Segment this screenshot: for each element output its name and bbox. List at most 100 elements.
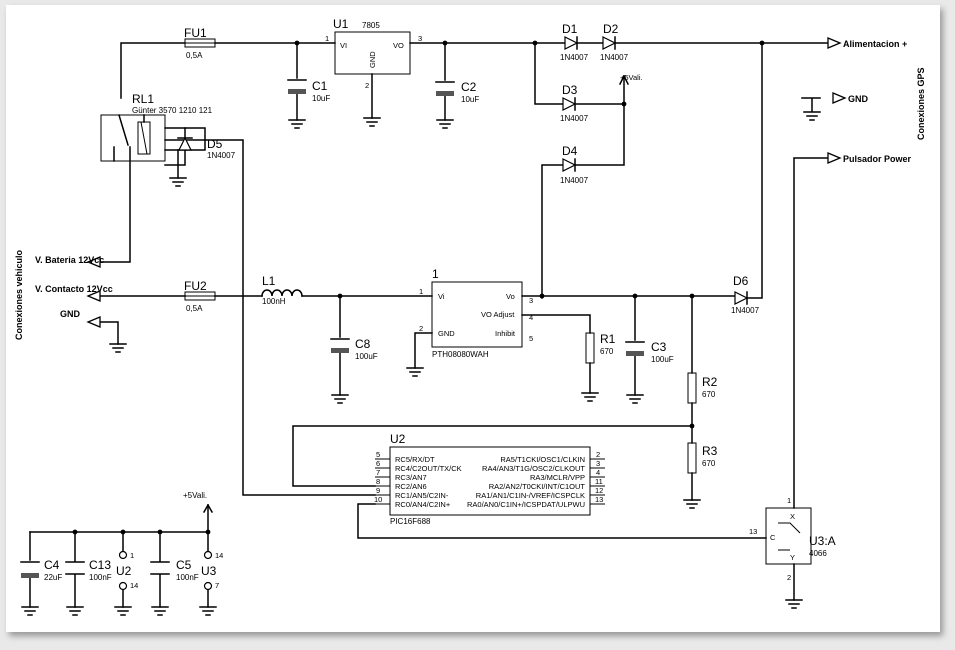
- relay-coil: [137, 114, 151, 155]
- u3a-pin1: 1: [787, 496, 791, 505]
- u1-pin1: 1: [325, 34, 329, 43]
- u1-vo: VO: [393, 41, 404, 50]
- u3a-part: 4066: [809, 549, 827, 558]
- pth-part: PTH08080WAH: [432, 350, 489, 359]
- pth-vi: Vi: [438, 292, 445, 301]
- u2-pin-stubs: [375, 458, 605, 505]
- wire: [164, 127, 186, 139]
- c13-label: C13: [89, 558, 111, 572]
- u2-power-pin-top: 1: [130, 551, 134, 560]
- u2-pin-number: 10: [374, 495, 382, 504]
- diode-d6: [734, 291, 749, 305]
- u1-pin2: 2: [365, 81, 369, 90]
- relay-box: [100, 114, 166, 162]
- u3-power-label: U3: [201, 564, 217, 578]
- u2-left-pin-numbers: 5 6 7 8 9 10: [374, 450, 382, 504]
- pth-ref: 1: [432, 267, 439, 281]
- d2-label: D2: [603, 22, 619, 36]
- u3a-label: U3:A: [809, 534, 836, 548]
- pth-pin3: 3: [529, 296, 533, 305]
- wire: [618, 74, 630, 86]
- wire: [164, 139, 376, 496]
- regulator-u1: [334, 31, 411, 75]
- wire: [793, 157, 829, 509]
- capacitor-c4: [20, 561, 40, 578]
- resistor-r1: [585, 332, 595, 364]
- u2-pin-name: RC4/C2OUT/TX/CK: [395, 464, 462, 473]
- u3-power-pin-bottom: 7: [215, 581, 219, 590]
- rl1-label: RL1: [132, 92, 154, 106]
- u2-pin-name: RC2/AN6: [395, 482, 427, 491]
- c2-label: C2: [461, 80, 477, 94]
- c5-value: 100nF: [176, 573, 199, 582]
- wire: [534, 42, 564, 105]
- power-pin-markers: [118, 550, 213, 591]
- wire: [292, 425, 693, 487]
- u2-pin-name: RA4/AN3/T1G/OSC2/CLKOUT: [482, 464, 585, 473]
- fu2-label: FU2: [184, 279, 207, 293]
- d5-label: D5: [207, 137, 223, 151]
- diode-d4: [562, 158, 577, 172]
- capacitor-c3: [625, 341, 645, 356]
- diode-d2: [602, 36, 617, 50]
- u2-pin-name: RA2/AN2/T0CKI/INT/C1OUT: [489, 482, 586, 491]
- five-vali-top: +5Vali.: [620, 73, 643, 82]
- u2-pin-name: RA3/MCLR/VPP: [530, 473, 585, 482]
- u3a-pin13: 13: [749, 527, 757, 536]
- pth-vo-adjust: VO Adjust: [481, 310, 515, 319]
- wire: [574, 103, 625, 166]
- wire: [541, 164, 564, 299]
- d3-label: D3: [562, 83, 578, 97]
- c5-label: C5: [176, 558, 192, 572]
- d1-label: D1: [562, 22, 578, 36]
- pth-pin1: 1: [419, 287, 423, 296]
- pth-vo: Vo: [506, 292, 515, 301]
- u1-vi: VI: [340, 41, 347, 50]
- wire: [357, 503, 767, 539]
- c13-value: 100nF: [89, 573, 112, 582]
- u1-label: U1: [333, 17, 349, 31]
- u2-pin-name: RA1/AN1/C1IN-/VREF/ICSPCLK: [476, 491, 585, 500]
- u3a-pin-y: Y: [790, 553, 795, 562]
- d1-value: 1N4007: [560, 53, 589, 62]
- pth-inhibit: Inhibit: [495, 329, 516, 338]
- l1-label: L1: [262, 274, 276, 288]
- port-gnd-gps: GND: [848, 94, 869, 104]
- c8-value: 100uF: [355, 352, 378, 361]
- pth-module: [431, 281, 523, 348]
- switch-u3a: [765, 507, 812, 565]
- u2-power-label: U2: [116, 564, 132, 578]
- wire: [99, 321, 119, 345]
- u2-right-pin-numbers: 2 3 4 11 12 13: [595, 450, 603, 504]
- port-contacto: V. Contacto 12Vcc: [35, 284, 113, 294]
- c3-value: 100uF: [651, 355, 674, 364]
- u3a-pin-x: X: [790, 512, 795, 521]
- u2-pin-name: RC3/AN7: [395, 473, 427, 482]
- microcontroller-u2: [389, 446, 591, 516]
- u1-part: 7805: [362, 21, 380, 30]
- u1-gnd: GND: [368, 51, 377, 68]
- c3-label: C3: [651, 340, 667, 354]
- inductor-l1: [261, 289, 303, 297]
- u2-left-pin-names: RC5/RX/DT RC4/C2OUT/TX/CK RC3/AN7 RC2/AN…: [395, 455, 462, 509]
- u2-pin-name: RA0/AN0/C1IN+/ICSPDAT/ULPWU: [467, 500, 585, 509]
- ground-symbols: [21, 97, 821, 616]
- port-gnd-vehiculo: GND: [60, 309, 81, 319]
- u2-right-pin-names: RA5/T1CKI/OSC1/CLKIN RA4/AN3/T1G/OSC2/CL…: [467, 455, 585, 509]
- d6-value: 1N4007: [731, 306, 760, 315]
- wire: [164, 149, 186, 166]
- port-pulsador: Pulsador Power: [843, 154, 912, 164]
- junction-dots: [72, 40, 765, 535]
- fu1-value: 0,5A: [186, 51, 203, 60]
- wire: [574, 75, 625, 105]
- c1-value: 10uF: [312, 94, 330, 103]
- capacitor-c13: [65, 561, 85, 575]
- wire: [746, 42, 763, 299]
- capacitor-c5: [150, 561, 170, 575]
- r1-value: 670: [600, 347, 614, 356]
- wire: [120, 42, 186, 99]
- u2-pin-name: RC0/AN4/C2IN+: [395, 500, 451, 509]
- diode-d3: [562, 97, 577, 111]
- u2-pin-number: 13: [595, 495, 603, 504]
